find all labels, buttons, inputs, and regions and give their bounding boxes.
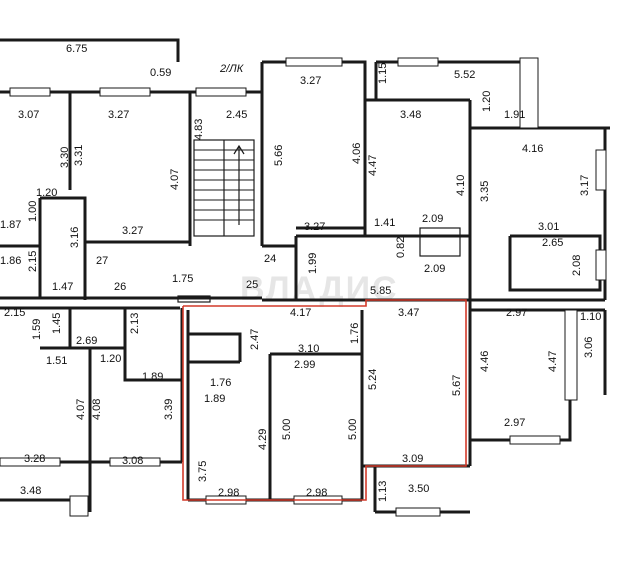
dim-label: 24 (264, 253, 276, 265)
dim-label: 2.15 (4, 307, 25, 319)
dim-label: 2.65 (542, 237, 563, 249)
dim-label: 3.27 (300, 75, 321, 87)
dim-label: 4.17 (290, 307, 311, 319)
dim-label: 3.35 (479, 181, 491, 202)
dim-label: 1.20 (481, 91, 493, 112)
dim-label: 3.10 (298, 343, 319, 355)
left-windows (0, 87, 161, 517)
dim-label: 5.85 (370, 285, 391, 297)
dim-label: 2.99 (294, 359, 315, 371)
dim-label: 2.08 (571, 255, 583, 276)
dim-label: 4.10 (455, 175, 467, 196)
middle-top-windows (285, 57, 539, 129)
section-label: 2/ЛК (219, 63, 244, 75)
dim-label: 3.17 (579, 175, 591, 196)
dim-label: 4.07 (169, 169, 181, 190)
dim-label: 1.86 (0, 255, 21, 267)
dim-label: 1.89 (142, 371, 163, 383)
dim-label: 25 (246, 279, 258, 291)
dim-label: 1.76 (210, 377, 231, 389)
dim-label: 1.47 (52, 281, 73, 293)
dim-label: 3.09 (402, 453, 423, 465)
dim-label: 0.82 (395, 237, 407, 258)
dim-label: 4.29 (257, 429, 269, 450)
staircase (190, 62, 264, 246)
dim-label: 5.00 (347, 419, 359, 440)
dim-label: 2.98 (306, 487, 327, 499)
dim-label: 5.24 (367, 369, 379, 390)
dim-label: 4.47 (547, 351, 559, 372)
watermark: ВЛАДИС (240, 270, 399, 308)
dim-label: 5.52 (454, 69, 475, 81)
dim-label: 6.75 (66, 43, 87, 55)
dim-label: 3.07 (18, 109, 39, 121)
dim-label: 3.06 (583, 337, 595, 358)
dim-label: 4.16 (522, 143, 543, 155)
dim-label: 1.91 (504, 109, 525, 121)
dim-label: 4.08 (91, 399, 103, 420)
dim-label: 4.07 (75, 399, 87, 420)
dim-label: 2.47 (249, 329, 261, 350)
dim-label: 4.47 (367, 155, 379, 176)
dim-label: 1.10 (580, 311, 601, 323)
dim-label: 3.48 (20, 485, 41, 497)
dim-label: 2.69 (76, 335, 97, 347)
dim-label: 5.66 (273, 145, 285, 166)
dim-label: 3.27 (304, 221, 325, 233)
dim-label: 1.41 (374, 217, 395, 229)
dim-label: 3.48 (400, 109, 421, 121)
dim-label: 27 (96, 255, 108, 267)
dim-label: 5.67 (451, 375, 463, 396)
dim-label: 3.27 (108, 109, 129, 121)
dim-label: 3.08 (122, 455, 143, 467)
dimension-labels: 6.75 0.59 3.07 3.27 3.30 3.31 4.07 3.27 … (0, 43, 601, 502)
dim-label: 3.50 (408, 483, 429, 495)
dim-label: 1.45 (51, 313, 63, 334)
dim-label: 1.99 (307, 253, 319, 274)
right-apartment-walls (468, 128, 607, 445)
dim-label: 1.13 (377, 481, 389, 502)
dim-label: 1.15 (377, 63, 389, 84)
dim-label: 1.59 (31, 319, 43, 340)
dim-label: 0.59 (150, 67, 171, 79)
dim-label: 2.98 (218, 487, 239, 499)
dim-label: 1.76 (349, 323, 361, 344)
dim-label: 2.09 (424, 263, 445, 275)
dim-label: 3.75 (197, 461, 209, 482)
dim-label: 1.75 (172, 273, 193, 285)
dim-label: 2.97 (504, 417, 525, 429)
dim-label: 2.15 (27, 251, 39, 272)
section-tag: 2/ЛК (219, 63, 244, 75)
dim-label: 2.45 (226, 109, 247, 121)
dim-label: 1.87 (0, 219, 21, 231)
dim-label: 1.20 (36, 187, 57, 199)
dim-label: 3.30 (59, 147, 71, 168)
dim-label: 2.97 (506, 307, 527, 319)
dim-label: 1.89 (204, 393, 225, 405)
dim-label: 3.01 (538, 221, 559, 233)
dim-label: 26 (114, 281, 126, 293)
dim-label: 4.46 (479, 351, 491, 372)
highlighted-apartment-outline (182, 299, 467, 501)
dim-label: 2.13 (129, 313, 141, 334)
dim-label: 1.51 (46, 355, 67, 367)
dim-label: 1.20 (100, 353, 121, 365)
dim-label: 4.06 (351, 143, 363, 164)
dim-label: 1.00 (27, 201, 39, 222)
dim-label: 2.09 (422, 213, 443, 225)
dim-label: 4.83 (193, 119, 205, 140)
dim-label: 3.28 (24, 453, 45, 465)
dim-label: 3.27 (122, 225, 143, 237)
dim-label: 3.31 (73, 145, 85, 166)
dim-label: 3.39 (163, 399, 175, 420)
dim-label: 3.16 (69, 227, 81, 248)
dim-label: 3.47 (398, 307, 419, 319)
dim-label: 5.00 (281, 419, 293, 440)
